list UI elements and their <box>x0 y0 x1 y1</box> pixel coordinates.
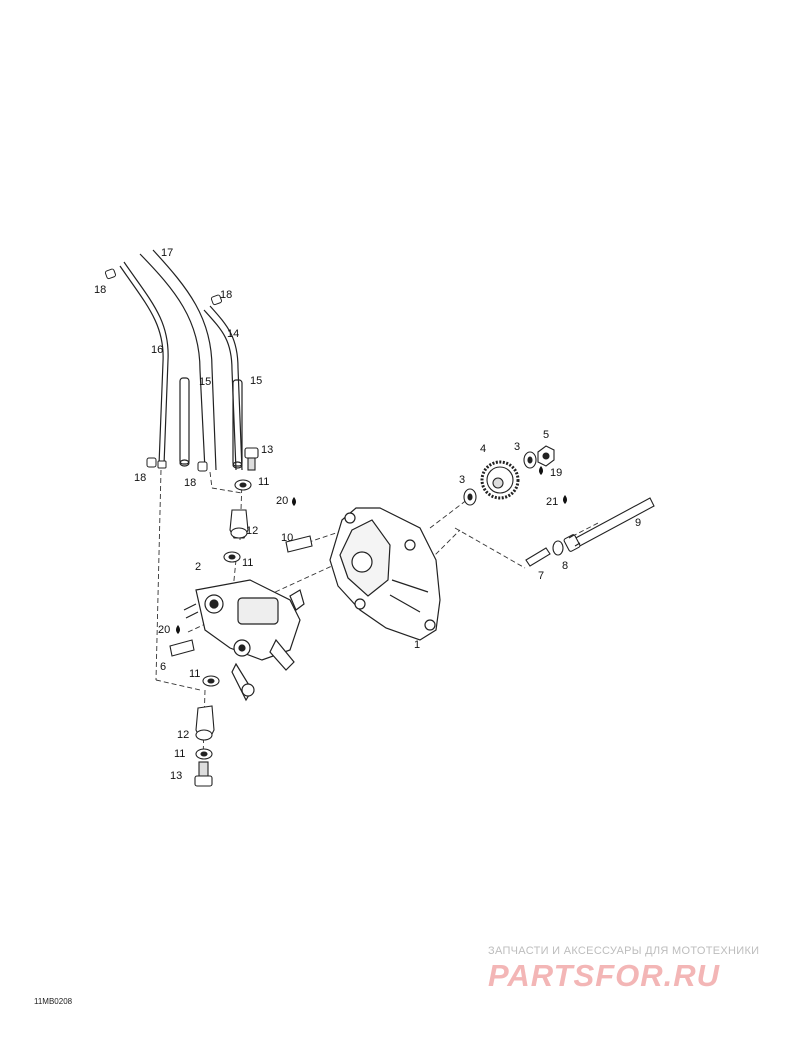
callout-20: 20 <box>276 495 288 507</box>
callout-9: 9 <box>635 517 641 529</box>
hose-14 <box>203 309 237 471</box>
callout-11: 11 <box>258 476 269 488</box>
callout-12: 12 <box>177 729 189 741</box>
oil-pump-body-2 <box>183 579 305 702</box>
banjo-fittings <box>169 447 313 787</box>
callout-18: 18 <box>94 284 106 296</box>
callout-12: 12 <box>246 525 258 537</box>
callout-10: 10 <box>281 532 293 544</box>
callout-7: 7 <box>538 570 544 582</box>
hose-17 <box>139 253 206 471</box>
watermark-tagline: ЗАПЧАСТИ И АКСЕССУАРЫ ДЛЯ МОТОТЕХНИКИ <box>488 945 760 957</box>
callout-6: 6 <box>160 661 166 673</box>
oil-hoses <box>119 249 243 471</box>
hose-16 <box>123 261 169 466</box>
callout-3: 3 <box>459 474 465 486</box>
callout-15: 15 <box>250 375 262 387</box>
callout-11: 11 <box>242 557 253 569</box>
callout-21: 21 <box>546 496 558 508</box>
callout-20: 20 <box>158 624 170 636</box>
callout-13: 13 <box>170 770 182 782</box>
callout-14: 14 <box>227 328 239 340</box>
callout-11: 11 <box>174 748 185 760</box>
sealant-drops <box>176 466 567 634</box>
callout-18: 18 <box>220 289 232 301</box>
callout-17: 17 <box>161 247 173 259</box>
callout-11: 11 <box>189 668 200 680</box>
callout-5: 5 <box>543 429 549 441</box>
callout-15: 15 <box>199 376 211 388</box>
callout-1: 1 <box>414 639 420 651</box>
gear-parts <box>463 445 655 567</box>
diagram-reference-code: 11MB0208 <box>34 997 73 1006</box>
callout-16: 16 <box>151 344 163 356</box>
hose-15-left <box>179 377 190 465</box>
callout-3: 3 <box>514 441 520 453</box>
callout-labels: 17 18 18 14 16 15 15 13 18 18 11 20 12 1… <box>94 247 641 782</box>
watermark-logo: PARTSFOR.RU <box>488 958 721 993</box>
hose-15-right <box>232 379 243 467</box>
callout-18: 18 <box>134 472 146 484</box>
callout-18: 18 <box>184 477 196 489</box>
pump-cover-1 <box>329 507 441 641</box>
callout-8: 8 <box>562 560 568 572</box>
callout-13: 13 <box>261 444 273 456</box>
callout-19: 19 <box>550 467 562 479</box>
callout-2: 2 <box>195 561 201 573</box>
callout-4: 4 <box>480 443 486 455</box>
hose-clamps-18 <box>104 268 223 472</box>
